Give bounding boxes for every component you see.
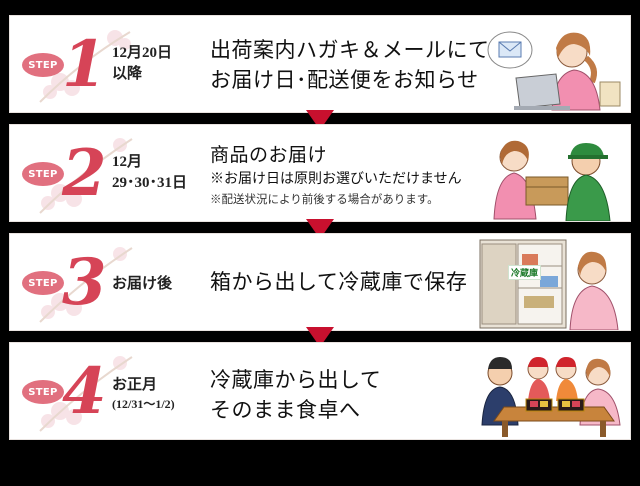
- step-3-card: STEP 3 お届け後 箱から出して冷蔵庫で保存 冷蔵庫: [9, 233, 631, 331]
- step-date: お届け後: [112, 274, 172, 295]
- step-note-small: ※配送状況により前後する場合があります。: [210, 194, 439, 206]
- down-arrow-icon: [306, 110, 334, 130]
- down-arrow-icon: [306, 327, 334, 347]
- blossom-decoration: [39, 30, 131, 103]
- step-description: 箱から出して冷蔵庫で保存: [210, 267, 467, 297]
- down-arrow-icon: [306, 219, 334, 239]
- blossom-decoration: [39, 247, 133, 323]
- step-date-line1: 12月20日: [112, 45, 173, 61]
- refrigerator-illustration: 冷蔵庫: [474, 236, 624, 330]
- step-date-line2: (12/31～1/2): [112, 397, 175, 411]
- step-date: お正月 (12/31～1/2): [112, 375, 175, 412]
- step-date-line2: 29･30･31日: [112, 175, 188, 191]
- step-date-line1: 12月: [112, 154, 143, 170]
- step-text-line2: お届け日･配送便をお知らせ: [210, 68, 479, 92]
- step-text-line2: そのまま食卓へ: [210, 398, 361, 422]
- step-text-line1: 商品のお届け: [210, 145, 328, 166]
- family-meal-illustration: [481, 357, 621, 437]
- step-badge: STEP: [22, 380, 64, 404]
- step-description: 出荷案内ハガキ＆メールにて お届け日･配送便をお知らせ: [210, 35, 490, 95]
- step-date: 12月20日 以降: [112, 43, 172, 85]
- step-1-card: STEP 1 12月20日 以降 出荷案内ハガキ＆メールにて お届け日･配送便を…: [9, 15, 631, 113]
- step-2-card: STEP 2 12月 29･30･31日 商品のお届け ※お届け日は原則お選びい…: [9, 124, 631, 222]
- step-date: 12月 29･30･31日: [112, 152, 187, 194]
- step-number: 2: [62, 136, 107, 211]
- step-badge: STEP: [22, 271, 64, 295]
- step-description: 商品のお届け ※お届け日は原則お選びいただけません ※配送状況により前後する場合…: [210, 143, 462, 209]
- fridge-label: 冷蔵庫: [508, 265, 542, 280]
- step-badge: STEP: [22, 162, 64, 186]
- laptop-email-illustration: [487, 31, 621, 111]
- step-badge: STEP: [22, 53, 64, 77]
- delivery-illustration: [493, 140, 611, 221]
- step-4-card: STEP 4 お正月 (12/31～1/2) 冷蔵庫から出して そのまま食卓へ: [9, 342, 631, 440]
- step-number: 3: [62, 245, 107, 320]
- step-description: 冷蔵庫から出して そのまま食卓へ: [210, 365, 381, 425]
- step-number: 4: [62, 354, 107, 429]
- step-text-line1: 冷蔵庫から出して: [210, 368, 382, 392]
- blossom-decoration: [39, 356, 133, 432]
- step-text-line1: 出荷案内ハガキ＆メールにて: [210, 38, 490, 62]
- step-note: ※お届け日は原則お選びいただけません: [210, 172, 462, 187]
- blossom-decoration: [39, 138, 133, 214]
- step-date-line1: お届け後: [112, 276, 173, 292]
- refrigerator-drawing: [479, 239, 619, 330]
- step-date-line1: お正月: [112, 377, 158, 393]
- step-number: 1: [62, 27, 107, 102]
- step-date-line2: 以降: [112, 66, 143, 82]
- step-text-line1: 箱から出して冷蔵庫で保存: [210, 270, 468, 294]
